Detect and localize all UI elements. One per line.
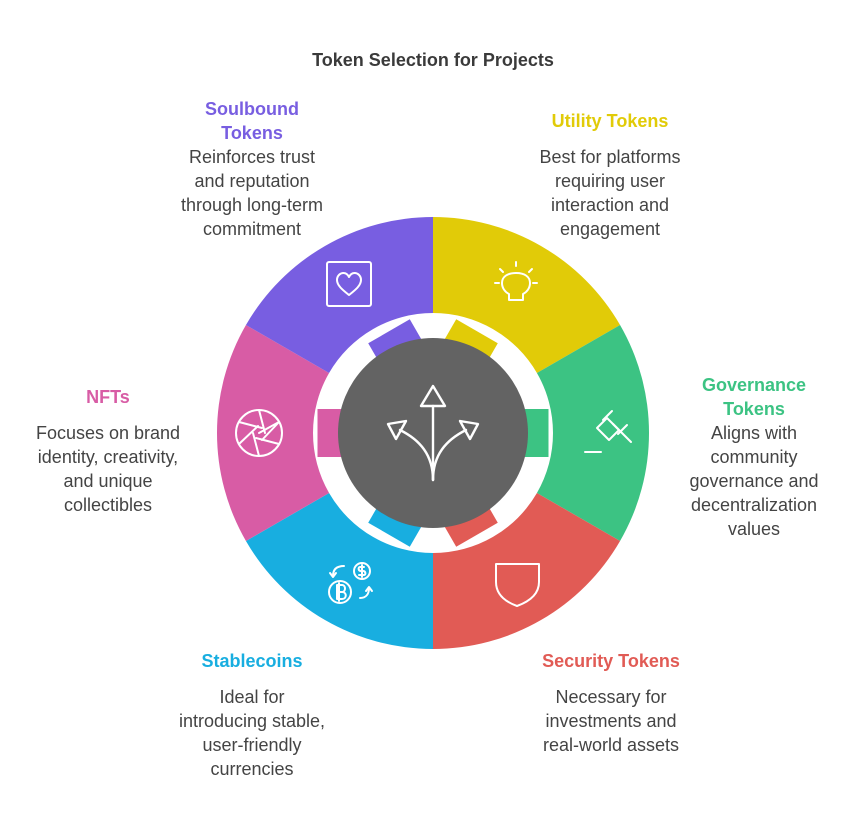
governance-tokens-title: Governance Tokens (701, 375, 807, 419)
utility-tokens-description: Best for platforms requiring user intera… (539, 147, 681, 239)
split-arrows-icon (386, 384, 480, 482)
stablecoins-title: Stablecoins (201, 651, 303, 671)
segment-soulbound-tokens (245, 217, 433, 373)
aperture-icon (235, 409, 283, 457)
soulbound-tokens-title: Soulbound Tokens (205, 99, 299, 143)
soulbound-tokens-description: Reinforces trust and reputation through … (180, 147, 324, 239)
security-tokens-title: Security Tokens (542, 651, 680, 671)
nfts-description: Focuses on brand identity, creativity, a… (35, 423, 181, 515)
label-soulbound-tokens: Soulbound Tokens Reinforces trust and re… (142, 97, 362, 241)
stablecoins-description: Ideal for introducing stable, user-frien… (178, 687, 326, 779)
segment-nfts (217, 325, 330, 541)
label-stablecoins: Stablecoins Ideal for introducing stable… (142, 649, 362, 781)
label-security-tokens: Security Tokens Necessary for investment… (483, 649, 739, 757)
label-governance-tokens: Governance Tokens Aligns with community … (664, 373, 844, 541)
label-utility-tokens: Utility Tokens Best for platforms requir… (470, 109, 750, 241)
segment-security-tokens (433, 493, 621, 649)
utility-tokens-title: Utility Tokens (551, 111, 669, 131)
diagram-title: Token Selection for Projects (312, 50, 554, 70)
nfts-title: NFTs (86, 387, 130, 407)
heart-icon (326, 261, 372, 307)
governance-tokens-description: Aligns with community governance and dec… (689, 423, 819, 539)
shield-icon (495, 563, 540, 607)
security-tokens-description: Necessary for investments and real-world… (542, 687, 680, 755)
gavel-icon (584, 410, 632, 453)
lightbulb-icon (494, 261, 538, 301)
currency-exchange-icon (328, 562, 373, 604)
label-nfts: NFTs Focuses on brand identity, creativi… (18, 385, 198, 517)
segment-utility-tokens (433, 217, 621, 373)
segment-stablecoins (245, 493, 433, 649)
segment-governance-tokens (536, 325, 649, 541)
